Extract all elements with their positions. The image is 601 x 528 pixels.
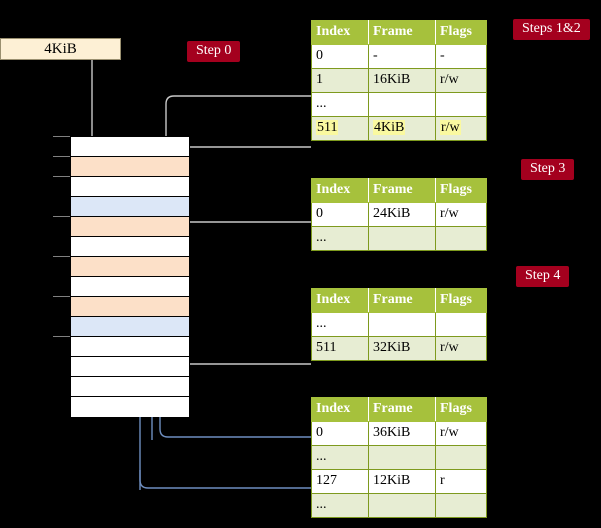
physical-memory-column: [70, 136, 190, 417]
table-cell: -: [435, 44, 487, 69]
table-cell: r/w: [435, 421, 487, 446]
memory-frame-row: [71, 157, 189, 177]
memory-frame-row: [71, 177, 189, 197]
table-cell: [435, 493, 487, 518]
table-cell: r/w: [435, 202, 487, 227]
memory-frame-row: [71, 337, 189, 357]
table-row: ...: [311, 493, 487, 518]
table-row: 0--: [311, 44, 487, 69]
table-cell: [368, 92, 436, 117]
table-cell: [368, 226, 436, 251]
table-cell: [435, 226, 487, 251]
table-cell: 1: [311, 68, 369, 93]
memory-tick: [53, 296, 70, 297]
table-cell: 0: [311, 202, 369, 227]
table-cell: 12KiB: [368, 469, 436, 494]
table-cell: 32KiB: [368, 336, 436, 361]
column-header: Flags: [435, 288, 487, 313]
table-row: ...: [311, 312, 487, 337]
memory-frame-row: [71, 257, 189, 277]
table-cell: 511: [311, 336, 369, 361]
column-header: Flags: [435, 178, 487, 203]
memory-tick: [53, 156, 70, 157]
column-header: Index: [311, 288, 369, 313]
table-cell: r/w: [435, 336, 487, 361]
table-cell: 0: [311, 44, 369, 69]
table-cell: r/w: [435, 116, 487, 141]
table-cell: ...: [311, 92, 369, 117]
column-header: Index: [311, 20, 369, 45]
column-header: Frame: [368, 397, 436, 422]
table-row: ...: [311, 226, 487, 251]
badge-step-3: Step 3: [521, 159, 575, 181]
table-cell: 511: [311, 116, 369, 141]
table-cell: ...: [311, 226, 369, 251]
table-cell: ...: [311, 493, 369, 518]
table-cell: 24KiB: [368, 202, 436, 227]
source-page-box: 4KiB: [0, 38, 121, 60]
table-cell: 4KiB: [368, 116, 436, 141]
table-cell: [435, 312, 487, 337]
table-cell: [435, 445, 487, 470]
column-header: Index: [311, 178, 369, 203]
table-cell: ...: [311, 312, 369, 337]
badge-steps-1-2: Steps 1&2: [513, 19, 590, 41]
table-cell: 0: [311, 421, 369, 446]
column-header: Flags: [435, 20, 487, 45]
table-cell: 127: [311, 469, 369, 494]
highlighted-value: 4KiB: [373, 119, 406, 135]
highlighted-value: r/w: [440, 119, 461, 135]
wire-table2-to-memory: [177, 221, 311, 306]
memory-frame-row: [71, 237, 189, 257]
memory-frame-row: [71, 277, 189, 297]
table-cell: 16KiB: [368, 68, 436, 93]
column-header: Index: [311, 397, 369, 422]
memory-tick: [53, 136, 70, 137]
memory-frame-row: [71, 317, 189, 337]
column-header: Frame: [368, 20, 436, 45]
memory-frame-row: [71, 397, 189, 417]
table-cell: [368, 312, 436, 337]
table-cell: r: [435, 469, 487, 494]
memory-frame-row: [71, 297, 189, 317]
table-row: ...: [311, 445, 487, 470]
memory-frame-row: [71, 137, 189, 157]
badge-step-4: Step 4: [516, 266, 570, 288]
wire-table3-to-memory: [171, 314, 311, 365]
column-header: Frame: [368, 288, 436, 313]
memory-frame-row: [71, 217, 189, 237]
table-row: 511 4KiB r/w: [311, 116, 487, 141]
table-row: ...: [311, 92, 487, 117]
table-cell: 36KiB: [368, 421, 436, 446]
badge-step-0: Step 0: [187, 41, 241, 63]
table-cell: r/w: [435, 68, 487, 93]
table-cell: [368, 493, 436, 518]
column-header: Flags: [435, 397, 487, 422]
table-cell: ...: [311, 445, 369, 470]
memory-tick: [53, 336, 70, 337]
table-cell: [435, 92, 487, 117]
table-cell: -: [368, 44, 436, 69]
memory-tick: [53, 256, 70, 257]
column-header: Frame: [368, 178, 436, 203]
table-cell: [368, 445, 436, 470]
highlighted-value: 511: [316, 119, 339, 135]
memory-tick: [53, 216, 70, 217]
memory-frame-row: [71, 377, 189, 397]
memory-tick: [53, 176, 70, 177]
memory-frame-row: [71, 197, 189, 217]
memory-frame-row: [71, 357, 189, 377]
